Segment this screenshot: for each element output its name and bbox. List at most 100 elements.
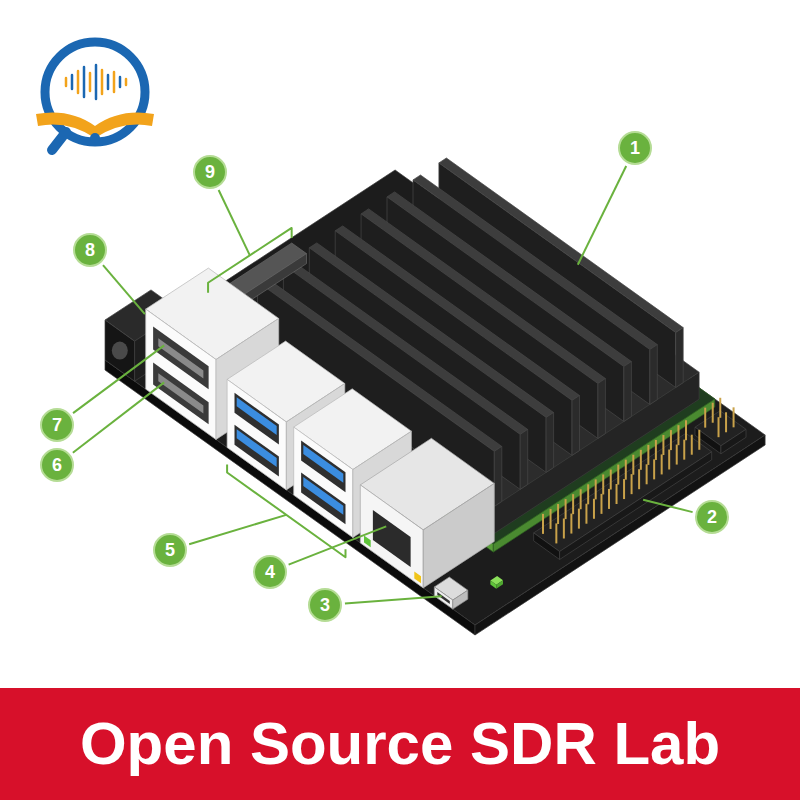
- header-pin: [632, 455, 634, 475]
- header-pin: [670, 430, 672, 450]
- logo-wave: [125, 79, 128, 85]
- header-pin: [640, 450, 642, 470]
- header-pin: [542, 514, 544, 534]
- ethernet-opening: [373, 510, 411, 567]
- header-pin: [683, 440, 685, 460]
- header-pin: [572, 494, 574, 514]
- dc-jack: [105, 320, 135, 381]
- logo-wave: [89, 73, 92, 91]
- small-header: [695, 427, 721, 454]
- leader-line: [219, 190, 250, 255]
- ethernet-port: [423, 483, 494, 588]
- leader-line: [289, 526, 387, 564]
- heatsink-fin: [598, 379, 606, 439]
- logo-wave: [71, 75, 74, 89]
- header-pin: [691, 435, 693, 455]
- header-pin: [565, 499, 567, 519]
- logo-book: [95, 113, 154, 139]
- leader-line: [73, 345, 164, 413]
- banner-text: Open Source SDR Lab: [80, 711, 720, 777]
- header-pin: [662, 435, 664, 455]
- usb-port-stack: [227, 379, 286, 490]
- header-pin: [608, 489, 610, 509]
- header-pin: [555, 523, 557, 543]
- power-led: [490, 581, 496, 589]
- heatsink-fin: [676, 328, 684, 388]
- heatsink-fin: [572, 396, 580, 456]
- video-port-stack: [146, 309, 216, 439]
- header-pin: [587, 484, 589, 504]
- header-pin: [585, 504, 587, 524]
- usb-port-stack: [294, 427, 353, 537]
- micro-usb-port: [453, 590, 468, 609]
- usb-tongue: [237, 397, 277, 435]
- header-pin: [676, 445, 678, 465]
- header-pin: [655, 440, 657, 460]
- heatsink-fin: [624, 362, 632, 422]
- micro-usb-port: [434, 587, 453, 609]
- heatsink-fin: [494, 446, 502, 506]
- logo-wave: [107, 75, 110, 89]
- logo-wave: [101, 70, 104, 94]
- logo-wave: [95, 65, 98, 99]
- header-pin: [719, 398, 721, 418]
- leader-line: [578, 166, 626, 265]
- callout-number: 7: [40, 408, 74, 442]
- header-pin: [610, 470, 612, 490]
- leader-line: [73, 382, 164, 452]
- header-pin: [638, 469, 640, 489]
- ethernet-led: [364, 536, 371, 548]
- callout-number: 4: [253, 555, 287, 589]
- header-pin: [550, 509, 552, 529]
- heatsink-fin: [650, 345, 658, 405]
- logo-wave: [113, 72, 116, 92]
- title-banner: Open Source SDR Lab: [0, 688, 800, 800]
- logo-book: [36, 113, 95, 139]
- header-pin: [725, 412, 727, 432]
- leader-line: [643, 500, 692, 512]
- callout-number: 3: [308, 588, 342, 622]
- header-pin: [653, 459, 655, 479]
- gpio-header: [534, 433, 712, 551]
- hdmi-tongue: [158, 373, 203, 413]
- dc-jack-hole: [112, 342, 128, 360]
- leader-line: [189, 515, 286, 544]
- hdmi-opening: [153, 362, 209, 424]
- header-pin: [593, 499, 595, 519]
- micro-usb-opening: [437, 592, 450, 604]
- header-pin: [600, 494, 602, 514]
- header-pin: [602, 474, 604, 494]
- logo: [36, 42, 154, 150]
- callout-number: 2: [695, 500, 729, 534]
- power-led: [496, 580, 503, 588]
- leader-line: [345, 596, 442, 603]
- logo-tail: [52, 132, 66, 150]
- carrier-board: [105, 170, 765, 625]
- usb-opening: [235, 393, 279, 445]
- header-pin: [712, 403, 714, 423]
- header-pin: [625, 460, 627, 480]
- small-header: [721, 429, 746, 454]
- heatsink-fin: [546, 413, 554, 473]
- bracket-line: [208, 228, 292, 293]
- header-pin: [616, 484, 618, 504]
- header-pin: [733, 407, 735, 427]
- header-pin: [685, 420, 687, 440]
- header-pin: [718, 417, 720, 437]
- callout-number: 5: [153, 533, 187, 567]
- leader-line: [103, 265, 145, 314]
- logo-wave: [65, 78, 68, 86]
- ethernet-port: [360, 485, 423, 588]
- bracket-line: [227, 464, 345, 557]
- callout-number: 1: [618, 131, 652, 165]
- ethernet-led: [414, 572, 421, 584]
- callout-number: 6: [40, 448, 74, 482]
- header-pin: [557, 504, 559, 524]
- header-pin: [570, 514, 572, 534]
- logo-wave: [119, 77, 122, 87]
- header-pin: [646, 464, 648, 484]
- header-pin: [677, 425, 679, 445]
- usb-opening: [301, 441, 345, 493]
